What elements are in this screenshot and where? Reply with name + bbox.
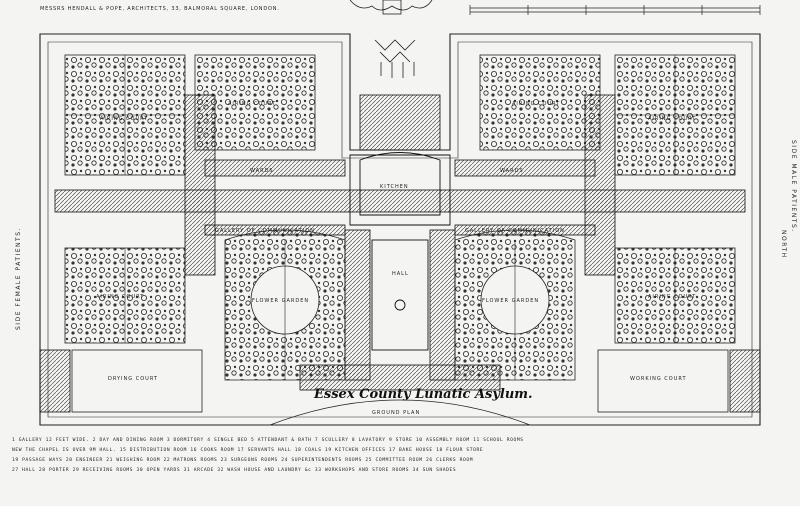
- side-label-male: SIDE MALE PATIENTS.: [790, 140, 797, 233]
- flower-garden-left: [224, 229, 346, 381]
- label-flower-garden-right: FLOWER GARDEN: [482, 298, 539, 304]
- legend-line: 27 HALL 28 PORTER 29 RECEIVING ROOMS 30 …: [12, 468, 457, 473]
- legend-line: 19 PASSAGE WAYS 20 ENGINEER 21 WEIGHING …: [12, 458, 474, 463]
- label-kitchen: KITCHEN: [380, 184, 409, 190]
- working-court: [597, 349, 761, 413]
- label-gallery-right: GALLERY OF COMMUNICATION: [465, 228, 565, 234]
- label-flower-garden-left: FLOWER GARDEN: [252, 298, 309, 304]
- architect-credit: MESSRS HENDALL & POPE, ARCHITECTS, 33, B…: [40, 6, 280, 12]
- drying-court: [39, 349, 203, 413]
- ward-buildings: [54, 94, 746, 391]
- label-airing-court-1: AIRING COURT: [100, 116, 148, 122]
- label-hall: HALL: [392, 271, 409, 277]
- label-airing-court-2: AIRING COURT: [228, 101, 276, 107]
- plan-title: Essex County Lunatic Asylum.: [313, 387, 533, 402]
- site-boundary: [39, 33, 761, 426]
- flower-garden-right: [454, 229, 576, 381]
- entrance-forecourt: [269, 399, 531, 426]
- airing-court-top-right: [479, 54, 736, 176]
- airing-court-bottom-left: [64, 247, 186, 344]
- scale-bar: [469, 5, 761, 15]
- airing-court-bottom-right: [614, 247, 736, 344]
- label-airing-court-6: AIRING COURT: [648, 294, 696, 300]
- crest-ornament: [349, 0, 433, 78]
- label-drying-court: DRYING COURT: [108, 376, 158, 382]
- label-working-court: WORKING COURT: [630, 376, 687, 382]
- north-label: NORTH: [780, 230, 787, 259]
- label-airing-court-5: AIRING COURT: [96, 294, 144, 300]
- label-airing-court-4: AIRING COURT: [648, 116, 696, 122]
- label-airing-court-3: AIRING COURT: [512, 101, 560, 107]
- label-wards-left: WARDS: [250, 168, 274, 174]
- legend-line: 1 GALLERY 12 FEET WIDE. 2 DAY AND DINING…: [12, 438, 524, 443]
- label-gallery-left: GALLERY OF COMMUNICATION: [215, 228, 315, 234]
- label-wards-right: WARDS: [500, 168, 524, 174]
- ground-plan-label: GROUND PLAN: [372, 410, 420, 416]
- plan-legend: 1 GALLERY 12 FEET WIDE. 2 DAY AND DINING…: [12, 436, 788, 476]
- central-block: [349, 152, 451, 351]
- side-label-female: SIDE FEMALE PATIENTS.: [15, 227, 22, 330]
- legend-line: NEW THE CHAPEL IS OVER 9M HALL. 15 DISTR…: [12, 448, 484, 453]
